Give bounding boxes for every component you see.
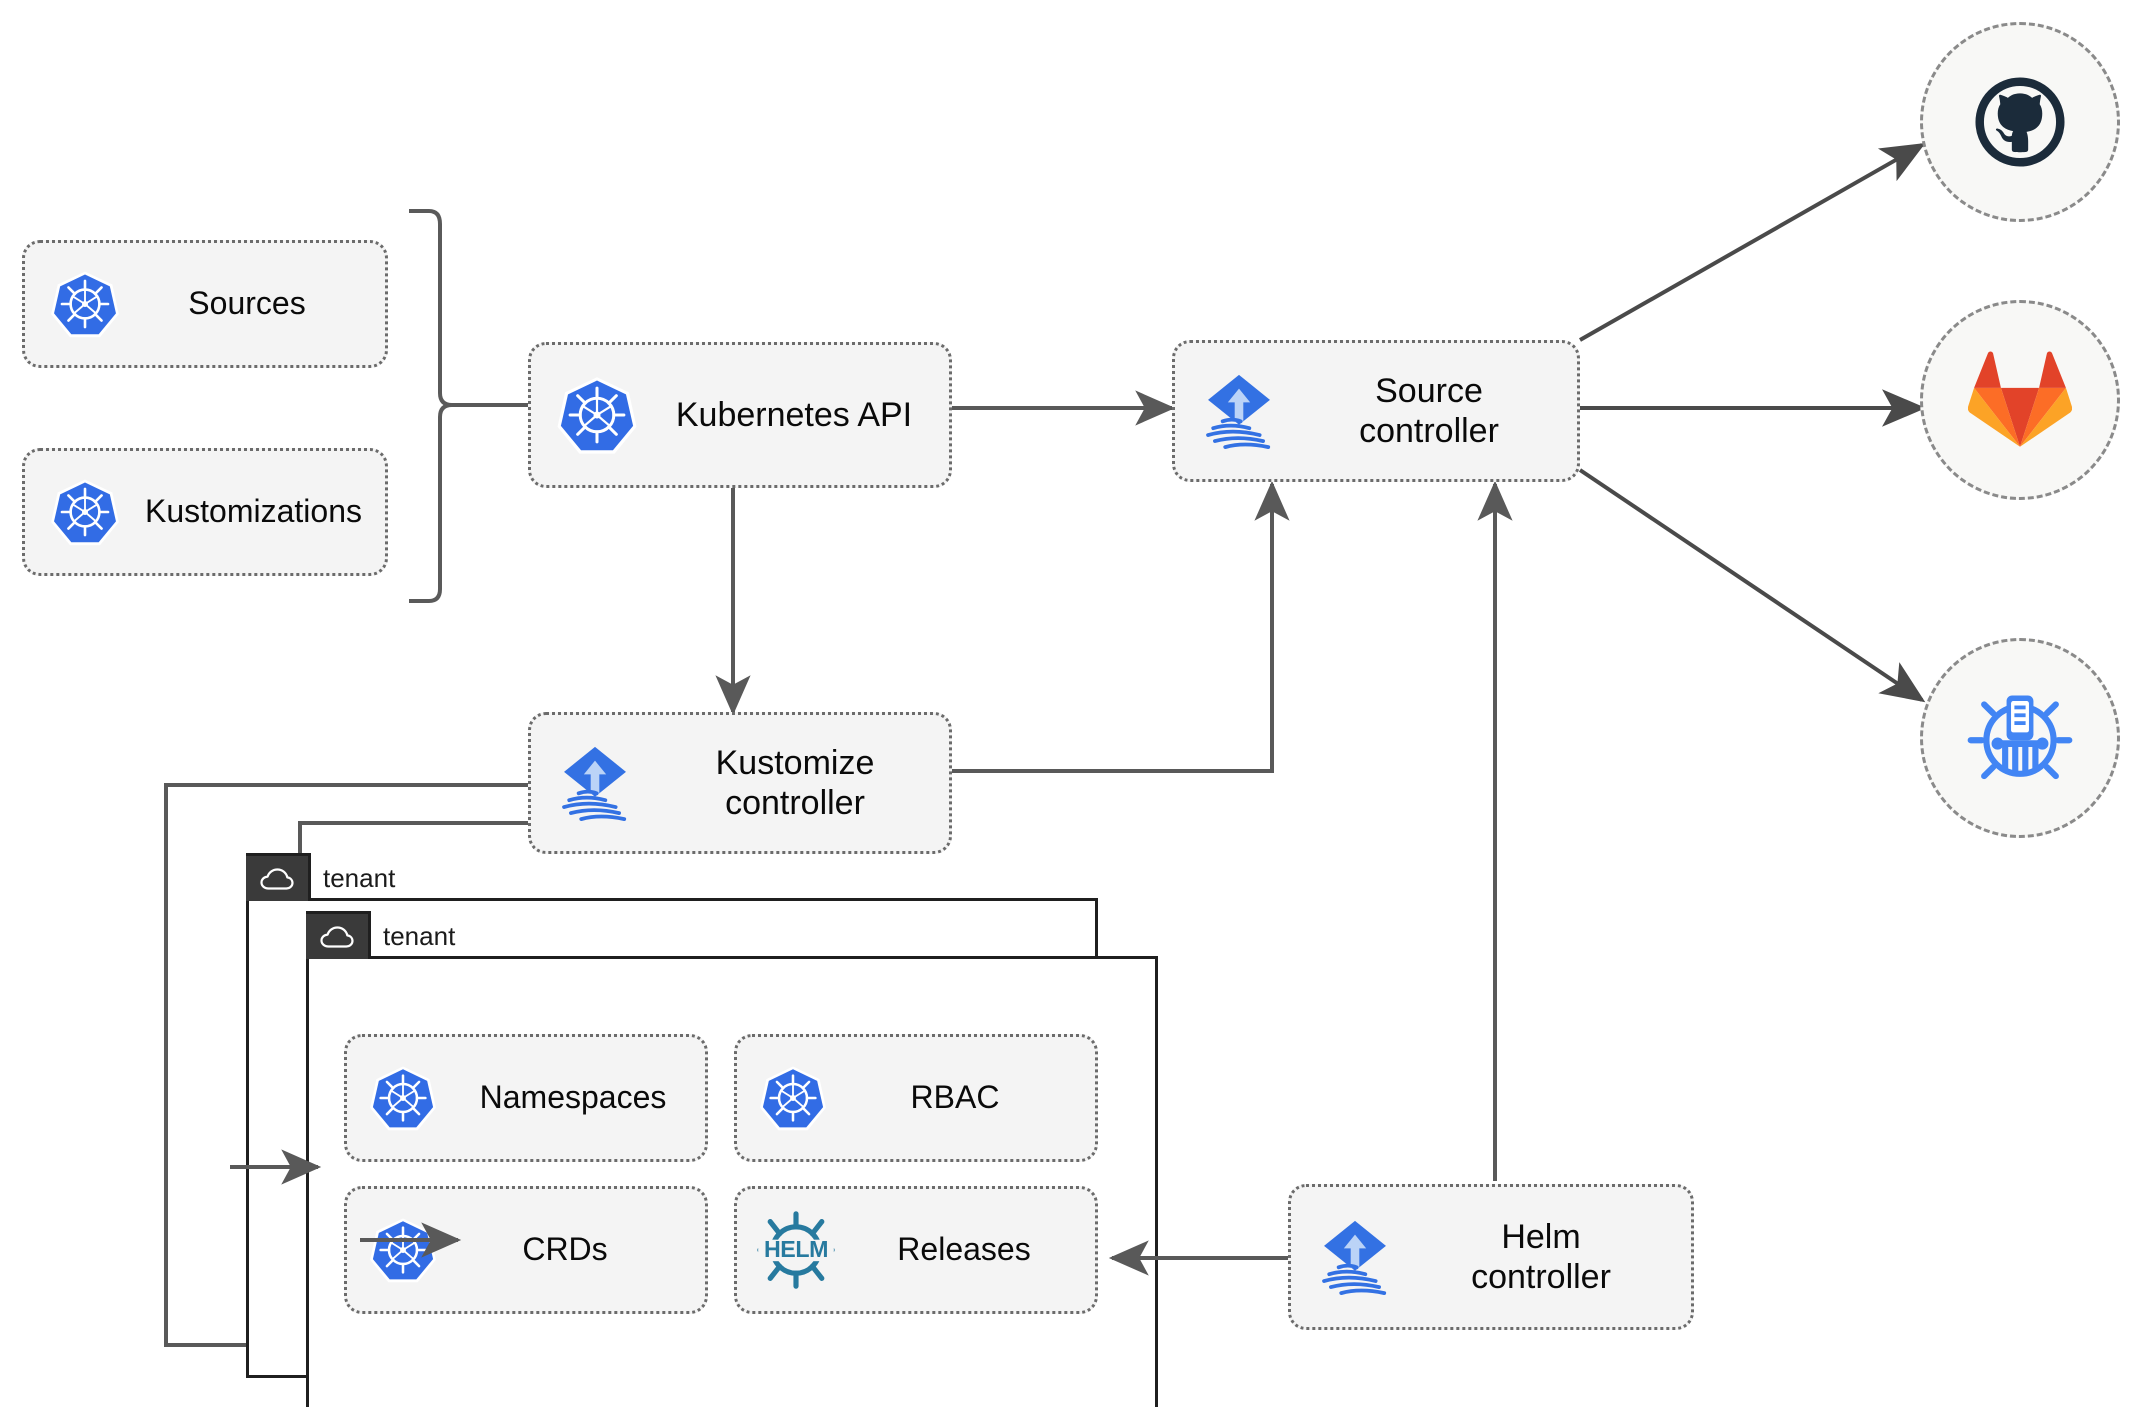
- tenant-1-label: tenant: [323, 863, 396, 893]
- external-gitlab[interactable]: [1920, 300, 2120, 500]
- node-sources-label: Sources: [188, 285, 306, 322]
- external-github[interactable]: [1920, 22, 2120, 222]
- edge-source-to-github: [1579, 143, 1926, 342]
- node-kubernetes-api[interactable]: Kubernetes API: [528, 342, 952, 488]
- node-source-controller-label: Source controller: [1359, 371, 1499, 450]
- cloud-icon: [320, 925, 354, 948]
- cloud-icon: [260, 867, 294, 890]
- node-kustomizations[interactable]: Kustomizations: [22, 448, 388, 576]
- kubernetes-icon: [737, 1063, 849, 1133]
- tenant-group-2: tenant: [306, 911, 1158, 1407]
- node-crds-label: CRDs: [522, 1231, 608, 1268]
- node-namespaces-label: Namespaces: [479, 1079, 667, 1116]
- flux-icon: [1291, 1214, 1419, 1300]
- tenant-2-tab-icon: [306, 914, 368, 959]
- node-releases[interactable]: HELM Releases: [734, 1186, 1098, 1314]
- helm-icon: HELM: [737, 1207, 855, 1293]
- kubernetes-icon: [25, 476, 145, 548]
- kubernetes-icon: [25, 268, 145, 340]
- svg-text:HELM: HELM: [764, 1236, 828, 1262]
- node-kustomize-controller-label: Kustomize controller: [715, 743, 875, 822]
- node-crds[interactable]: CRDs: [344, 1186, 708, 1314]
- node-source-controller[interactable]: Source controller: [1172, 340, 1580, 482]
- node-kustomizations-label: Kustomizations: [145, 493, 362, 530]
- node-rbac-label: RBAC: [910, 1079, 1000, 1116]
- node-releases-label: Releases: [897, 1231, 1031, 1268]
- flux-icon: [531, 740, 659, 826]
- node-kustomize-controller[interactable]: Kustomize controller: [528, 712, 952, 854]
- kubernetes-icon: [531, 373, 663, 457]
- harbor-icon: [1967, 695, 2073, 780]
- gitlab-icon: [1968, 351, 2072, 447]
- kubernetes-icon: [347, 1215, 459, 1285]
- node-rbac[interactable]: RBAC: [734, 1034, 1098, 1162]
- node-kubernetes-api-label: Kubernetes API: [675, 395, 913, 434]
- node-helm-controller-label: Helm controller: [1471, 1217, 1611, 1296]
- kubernetes-icon: [347, 1063, 459, 1133]
- flux-icon: [1175, 368, 1303, 454]
- node-helm-controller[interactable]: Helm controller: [1288, 1184, 1694, 1330]
- node-sources[interactable]: Sources: [22, 240, 388, 368]
- external-harbor[interactable]: [1920, 638, 2120, 838]
- tenant-1-tab-icon: [246, 856, 308, 901]
- node-namespaces[interactable]: Namespaces: [344, 1034, 708, 1162]
- tenant-2-label: tenant: [383, 921, 456, 951]
- edge-kustomize-to-source: [952, 480, 1290, 773]
- group-bracket: [409, 209, 453, 603]
- github-icon: [1975, 77, 2065, 167]
- edge-source-to-harbor: [1578, 468, 1926, 703]
